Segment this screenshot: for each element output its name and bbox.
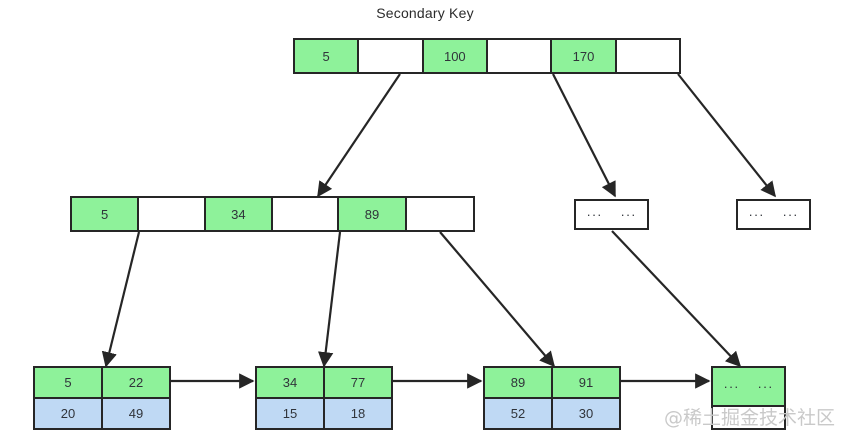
internal-middle-ellipsis-content: ··· ··· <box>576 201 647 228</box>
ellipsis-glyph-left: ··· <box>723 378 740 394</box>
leaf-1-value-row: 20 49 <box>35 399 169 428</box>
leaf-2-key-0[interactable]: 34 <box>257 368 325 397</box>
leaf-1-key-0[interactable]: 5 <box>35 368 103 397</box>
root-cell-key-1[interactable]: 100 <box>423 40 488 72</box>
leaf-node-2[interactable]: 34 77 15 18 <box>255 366 393 430</box>
leaf-3-key-0[interactable]: 89 <box>485 368 553 397</box>
leaf-2-value-row: 15 18 <box>257 399 391 428</box>
root-node[interactable]: 5 100 170 <box>293 38 681 74</box>
ellipsis-glyph-right: ··· <box>620 207 637 222</box>
internal-cell-pointer-2[interactable] <box>406 198 473 230</box>
root-cell-key-2[interactable]: 170 <box>552 40 617 72</box>
internal-node-middle-ellipsis[interactable]: ··· ··· <box>574 199 649 230</box>
leaf-3-key-row: 89 91 <box>485 368 619 399</box>
leaf-3-value-row: 52 30 <box>485 399 619 428</box>
internal-cell-pointer-1[interactable] <box>273 198 340 230</box>
leaf-node-3[interactable]: 89 91 52 30 <box>483 366 621 430</box>
edge-internal-middle-to-leaf-4 <box>611 230 742 368</box>
ellipsis-glyph-right: ··· <box>782 207 799 222</box>
internal-cell-key-2[interactable]: 89 <box>339 198 407 230</box>
internal-cell-key-0[interactable]: 5 <box>72 198 140 230</box>
leaf-1-value-1[interactable]: 49 <box>103 399 169 428</box>
edge-internal-to-leaf-3 <box>439 231 555 368</box>
ellipsis-glyph-right: ··· <box>757 378 774 394</box>
edge-internal-to-leaf-2 <box>317 231 342 368</box>
watermark: @稀土掘金技术社区 <box>664 407 836 429</box>
internal-right-ellipsis-content: ··· ··· <box>738 201 809 228</box>
leaf-3-value-1[interactable]: 30 <box>553 399 619 428</box>
page-title: Secondary Key <box>376 5 474 21</box>
edge-root-to-internal-left <box>317 73 401 198</box>
leaf-3-value-0[interactable]: 52 <box>485 399 553 428</box>
leaf-node-4-ellipsis[interactable]: ··· ··· <box>711 366 786 430</box>
root-cell-pointer-0[interactable] <box>359 40 424 72</box>
leaf-1-value-0[interactable]: 20 <box>35 399 103 428</box>
leaf-1-key-row: 5 22 <box>35 368 169 399</box>
root-cell-pointer-2[interactable] <box>616 40 679 72</box>
leaf-2-value-0[interactable]: 15 <box>257 399 325 428</box>
ellipsis-glyph-left: ··· <box>748 207 765 222</box>
root-cell-pointer-1[interactable] <box>487 40 553 72</box>
internal-node-left[interactable]: 5 34 89 <box>70 196 475 232</box>
leaf-2-value-1[interactable]: 18 <box>325 399 391 428</box>
internal-cell-key-1[interactable]: 34 <box>205 198 273 230</box>
leaf-4-key-row: ··· ··· <box>713 368 784 407</box>
leaf-4-value-row <box>713 406 784 428</box>
edge-root-to-internal-middle <box>552 73 616 198</box>
internal-cell-pointer-0[interactable] <box>139 198 206 230</box>
internal-node-right-ellipsis[interactable]: ··· ··· <box>736 199 811 230</box>
edge-root-to-internal-right <box>677 73 776 198</box>
leaf-1-key-1[interactable]: 22 <box>103 368 169 397</box>
leaf-2-key-row: 34 77 <box>257 368 391 399</box>
root-cell-key-0[interactable]: 5 <box>295 40 360 72</box>
leaf-4-value-blank[interactable] <box>713 406 784 428</box>
leaf-node-1[interactable]: 5 22 20 49 <box>33 366 171 430</box>
leaf-4-key-ellipsis: ··· ··· <box>713 368 784 405</box>
leaf-2-key-1[interactable]: 77 <box>325 368 391 397</box>
leaf-3-key-1[interactable]: 91 <box>553 368 619 397</box>
edge-internal-to-leaf-1 <box>101 231 141 368</box>
ellipsis-glyph-left: ··· <box>586 207 603 222</box>
